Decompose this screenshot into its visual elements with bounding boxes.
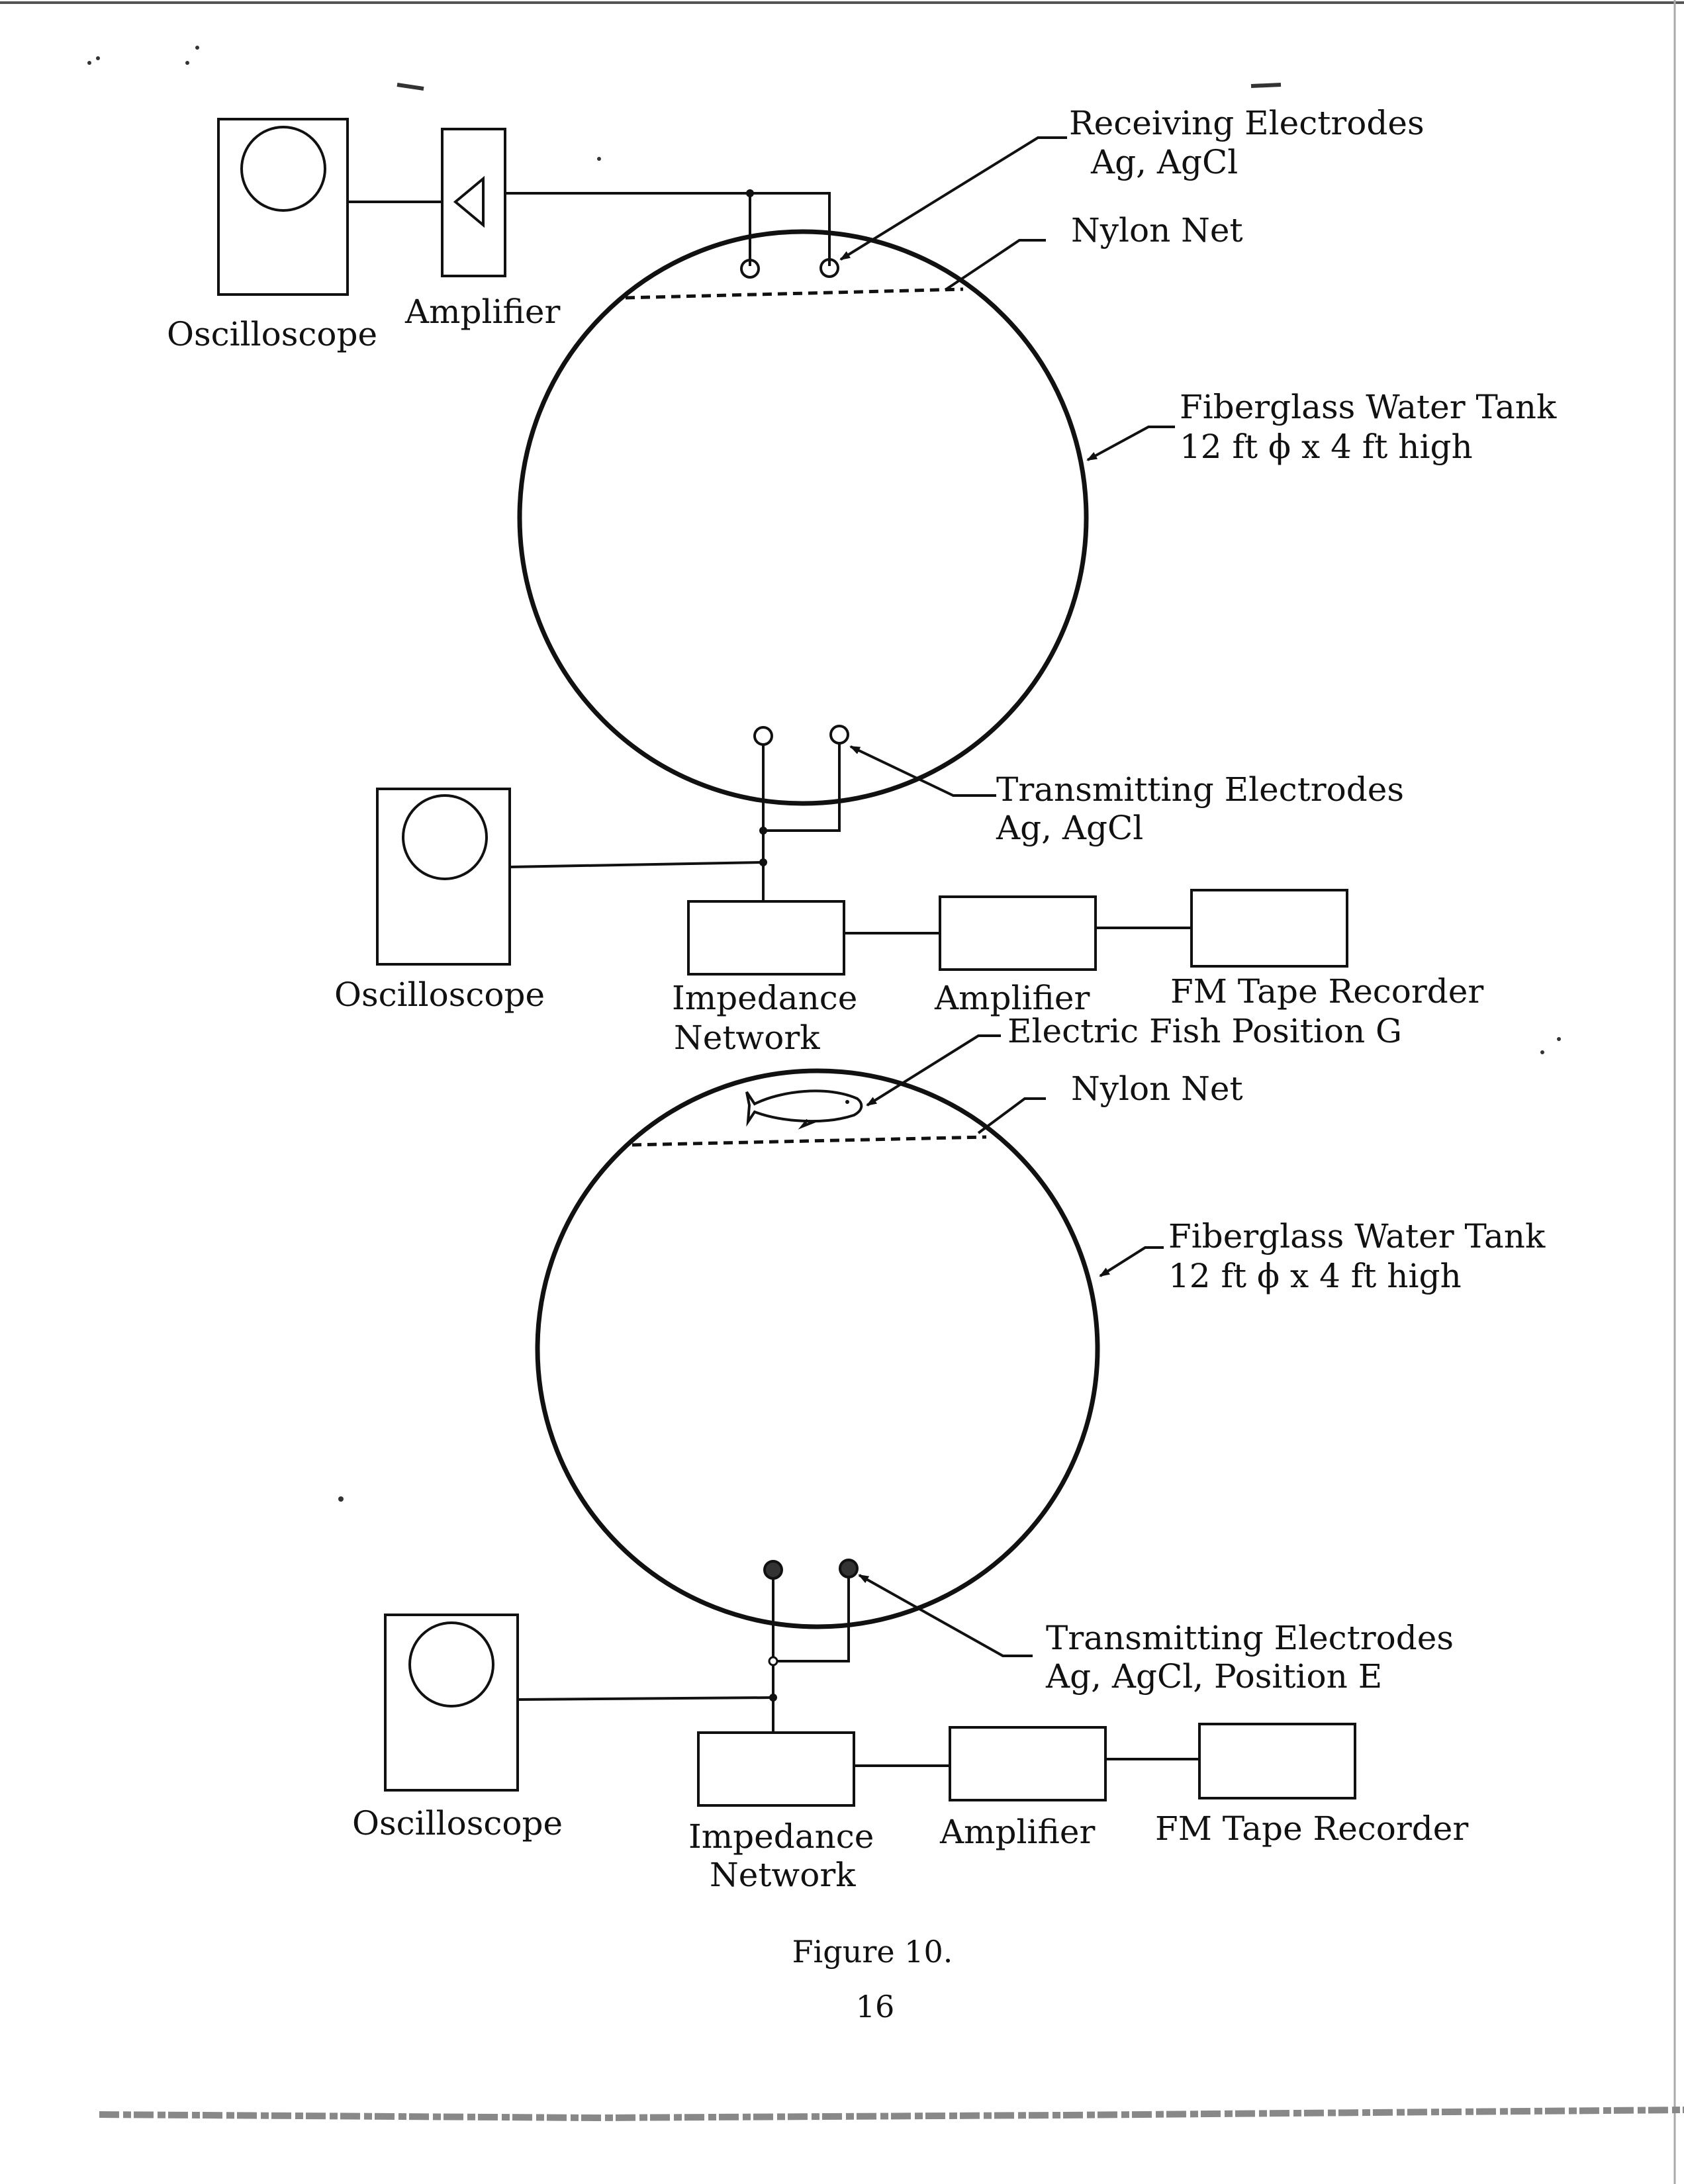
top-diagram: Receiving Electrodes Ag, AgCl Nylon Net … (167, 104, 1557, 1057)
recorder-box-top (1190, 889, 1348, 968)
receiving-electrodes-label: Receiving Electrodes (1069, 104, 1425, 142)
fish-leader (866, 1034, 1001, 1107)
nylon-net-bottom (632, 1135, 987, 1147)
nylon-net-leader-bottom (977, 1097, 1046, 1134)
transmitting-electrode-right-bottom (839, 1559, 859, 1578)
tank-dimensions-top: 12 ft ϕ x 4 ft high (1180, 428, 1473, 466)
amplifier-label-lower: Amplifier (934, 979, 1090, 1017)
nylon-net-leader-top (944, 239, 1046, 291)
wire-junction (746, 189, 754, 197)
water-tank-bottom (535, 1068, 1100, 1629)
transmitting-electrodes-label-top: Transmitting Electrodes (996, 770, 1404, 809)
receiving-electrode-right (819, 258, 839, 278)
wire-junction (759, 827, 767, 835)
tank-leader-top (1086, 426, 1175, 461)
amplifier-box-lower-top (939, 895, 1097, 971)
amplifier-box-bottom (949, 1726, 1107, 1801)
transmitting-electrode-left-bottom (763, 1560, 783, 1580)
page-number: 16 (856, 1989, 895, 2025)
amplifier-upper-top (441, 128, 506, 277)
transmit-wire-right-bottom (773, 1577, 850, 1662)
amplifier-label-upper: Amplifier (404, 293, 560, 331)
transmitting-electrode-right (829, 725, 849, 745)
transmitting-electrodes-material-bottom: Ag, AgCl, Position E (1045, 1657, 1382, 1696)
recorder-box-bottom (1198, 1723, 1356, 1799)
impedance-network-box-top (687, 900, 845, 976)
scope-wire-bottom (517, 1696, 774, 1701)
tank-label-bottom: Fiberglass Water Tank (1168, 1217, 1546, 1255)
transmitting-electrodes-material-top: Ag, AgCl (996, 809, 1143, 847)
oscilloscope-label-upper: Oscilloscope (167, 315, 377, 353)
electric-fish-icon (745, 1089, 863, 1130)
figure-caption: Figure 10. (792, 1934, 953, 1970)
tank-leader-bottom (1099, 1246, 1164, 1277)
tank-label-top: Fiberglass Water Tank (1180, 388, 1557, 426)
bottom-diagram: Electric Fish Position G Nylon Net Fiber… (352, 1012, 1546, 1894)
nylon-net-label-top: Nylon Net (1071, 211, 1243, 250)
transmitting-electrode-left (753, 726, 773, 746)
nylon-net-label-bottom: Nylon Net (1071, 1069, 1243, 1108)
oscilloscope-label-lower: Oscilloscope (334, 976, 545, 1014)
fish-position-label: Electric Fish Position G (1007, 1012, 1402, 1050)
impedance-label-top-1: Impedance (672, 979, 857, 1017)
tank-dimensions-bottom: 12 ft ϕ x 4 ft high (1168, 1257, 1462, 1295)
nylon-net-top (625, 287, 964, 300)
impedance-network-box-bottom (697, 1731, 855, 1807)
transmit-wire-right (763, 743, 841, 832)
oscilloscope-upper-top (217, 118, 349, 296)
amp-receiving-wire (505, 192, 831, 266)
recorder-label-bottom: FM Tape Recorder (1155, 1809, 1468, 1848)
receiving-electrodes-material: Ag, AgCl (1090, 143, 1238, 181)
oscilloscope-lower-top (376, 788, 511, 966)
transmitting-leader-top (849, 745, 996, 797)
wire-junction (768, 1656, 778, 1666)
impedance-label-top-2: Network (674, 1019, 820, 1057)
oscilloscope-bottom (384, 1614, 519, 1792)
amplifier-label-bottom: Amplifier (939, 1813, 1095, 1851)
oscilloscope-label-bottom: Oscilloscope (352, 1804, 563, 1843)
scope-wire (509, 861, 764, 868)
transmitting-electrodes-label-bottom: Transmitting Electrodes (1046, 1619, 1454, 1657)
impedance-label-bottom-1: Impedance (688, 1817, 874, 1856)
recorder-label-top: FM Tape Recorder (1170, 972, 1483, 1011)
transmitting-leader-bottom (858, 1574, 1033, 1657)
receiving-electrode-left (740, 259, 760, 279)
impedance-label-bottom-2: Network (710, 1856, 856, 1894)
receiving-leader (839, 136, 1067, 261)
water-tank-top (517, 229, 1089, 806)
